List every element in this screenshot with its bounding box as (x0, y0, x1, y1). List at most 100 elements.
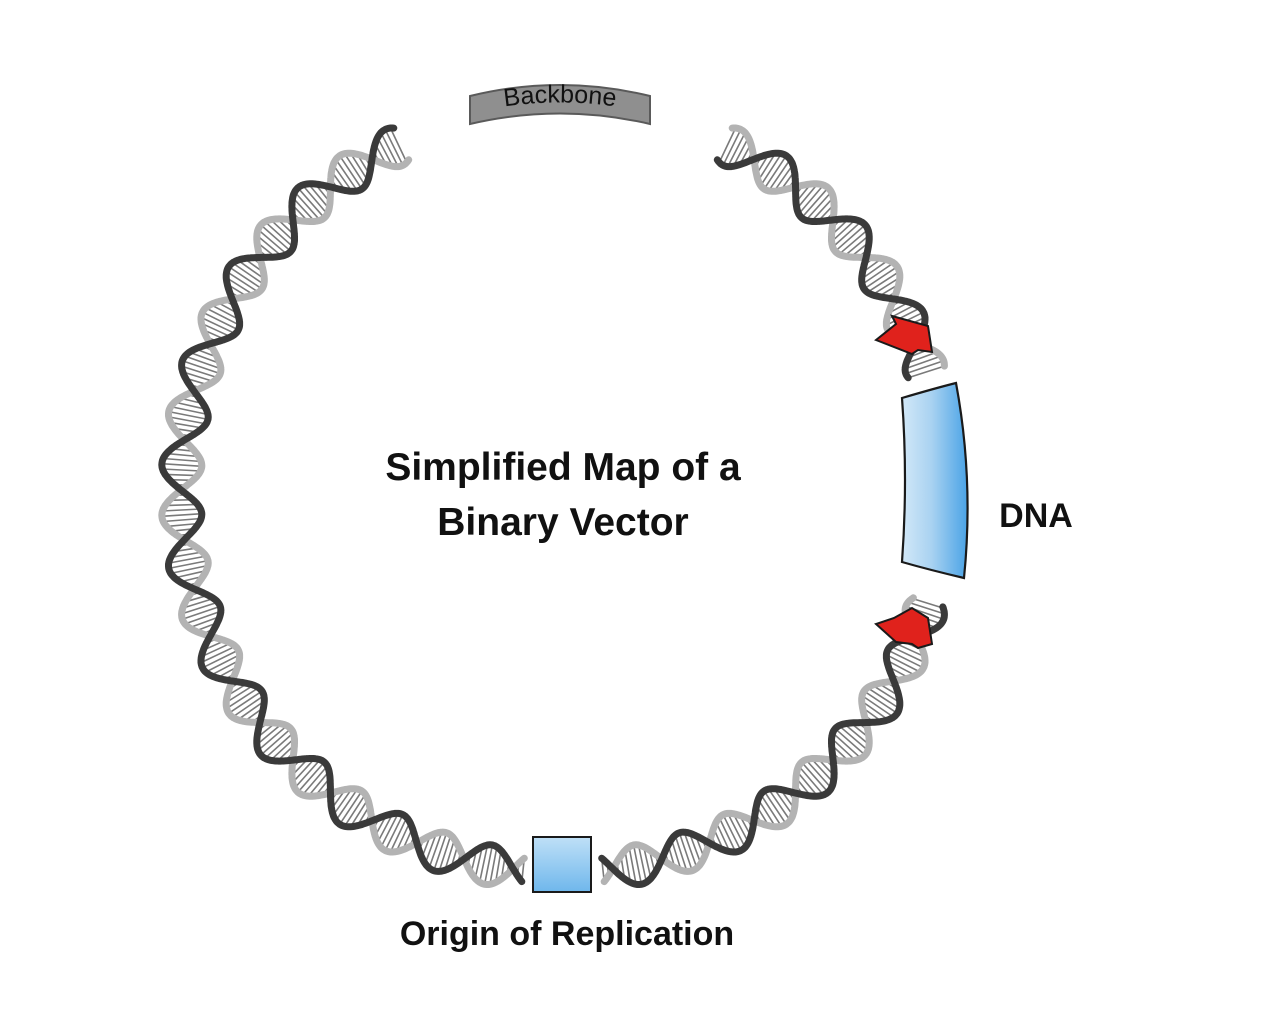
base-pair-rung (863, 690, 898, 714)
base-pair-rung (201, 322, 232, 338)
base-pair-rung (912, 597, 944, 609)
base-pair-rung (866, 687, 900, 710)
base-pair-rung (343, 153, 366, 187)
base-pair-rung (225, 276, 255, 296)
base-pair-rung (168, 555, 207, 564)
base-pair-rung (832, 221, 862, 248)
base-pair-rung (301, 765, 328, 796)
base-pair-rung (886, 307, 921, 326)
base-pair-rung (170, 551, 203, 559)
base-pair-rung (674, 834, 688, 872)
base-pair-rung (168, 559, 209, 570)
base-pair-rung (339, 790, 363, 825)
base-pair-rung (722, 129, 742, 166)
base-pair-rung (483, 844, 494, 885)
origin-of-replication-label: Origin of Replication (400, 915, 734, 953)
base-pair-rung (201, 642, 232, 658)
dna-insert-box (900, 381, 969, 580)
base-pair-rung (181, 365, 219, 379)
base-pair-rung (256, 723, 283, 746)
base-pair-rung (395, 821, 411, 852)
base-pair-rung (189, 351, 221, 365)
base-pair-rung (438, 834, 452, 872)
base-pair-rung (831, 737, 856, 761)
base-pair-rung (292, 758, 316, 783)
base-pair-rung (349, 152, 369, 182)
base-pair-rung (805, 191, 832, 221)
base-pair-rung (760, 793, 783, 827)
strand-dark-path (158, 124, 948, 888)
base-pair-rung (163, 517, 202, 523)
base-pair-rung (489, 846, 498, 885)
origin-of-replication-box (532, 836, 592, 893)
base-pair-rung (200, 316, 236, 335)
base-pair-rung (760, 153, 783, 187)
base-pair-rung (722, 814, 742, 851)
base-pair-rung (202, 649, 239, 669)
base-pair-rung (168, 416, 207, 425)
base-pair-rung (228, 266, 263, 290)
base-pair-rung (494, 850, 502, 883)
backbone-tag: Backbone (469, 80, 651, 126)
base-pair-rung (200, 645, 236, 664)
base-pair-rung (332, 788, 353, 816)
base-pair-rung (226, 270, 260, 293)
base-pair-rung (861, 700, 889, 721)
base-pair-rung (907, 365, 945, 379)
base-pair-rung (232, 694, 265, 718)
base-pair-rung (349, 798, 369, 828)
base-pair-rung (168, 410, 209, 421)
base-pair-rung (861, 262, 894, 286)
base-pair-rung (433, 832, 448, 871)
base-pair-rung (166, 522, 199, 528)
base-pair-rung (887, 649, 924, 669)
base-pair-rung (763, 155, 787, 190)
base-pair-rung (335, 788, 359, 821)
base-pair-rung (294, 759, 321, 789)
base-pair-rung (294, 191, 321, 221)
base-pair-rung (624, 850, 632, 883)
base-pair-rung (260, 224, 292, 252)
base-pair-rung (181, 601, 219, 615)
base-pair-rung (894, 642, 925, 658)
base-pair-rung (904, 355, 942, 370)
base-pair-rung (182, 371, 214, 383)
base-pair-rung (732, 137, 750, 167)
diagram-title-line-2: Binary Vector (437, 501, 688, 544)
base-pair-rung (810, 758, 834, 783)
base-pair-rung (863, 266, 898, 290)
base-pair-rung (683, 831, 698, 869)
base-pair-rung (796, 770, 819, 797)
base-pair-rung (474, 846, 484, 879)
base-pair-rung (225, 684, 255, 704)
diagram-title-line-1: Simplified Map of a (385, 446, 741, 489)
base-pair-rung (260, 728, 292, 756)
base-pair-rung (237, 700, 265, 721)
base-pair-rung (843, 723, 870, 746)
base-pair-rung (905, 351, 937, 365)
base-pair-rung (189, 615, 221, 629)
base-pair-rung (805, 759, 832, 789)
base-pair-rung (380, 132, 399, 167)
base-pair-rung (773, 788, 794, 816)
base-pair-rung (182, 597, 214, 609)
base-pair-rung (838, 725, 869, 752)
base-pair-rung (907, 601, 945, 615)
base-pair-rung (861, 694, 894, 718)
base-pair-rung (270, 219, 295, 243)
base-pair-rung (380, 813, 399, 848)
base-pair-rung (307, 183, 330, 210)
base-pair-rung (389, 127, 408, 163)
base-pair-rung (165, 473, 198, 477)
base-pair-rung (801, 761, 829, 793)
base-pair-rung (184, 610, 222, 625)
base-pair-rung (632, 844, 643, 885)
base-pair-rung (202, 311, 239, 331)
helix-strand-dark (158, 124, 948, 888)
base-pair-rung (228, 690, 263, 714)
base-pair-rung (478, 844, 489, 883)
base-pair-rung (838, 228, 869, 255)
base-pair-rung (205, 307, 240, 326)
base-pair-rung (871, 276, 901, 296)
